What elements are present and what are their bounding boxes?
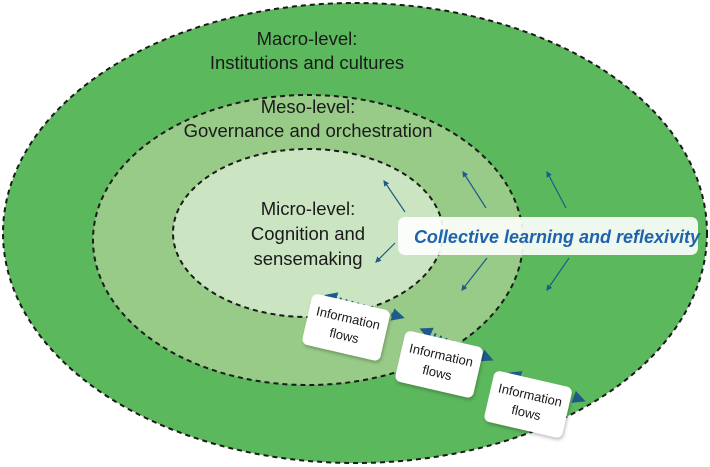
- arrow-micro-down: [375, 242, 396, 263]
- arrow-meso-down: [461, 257, 488, 291]
- meso-level-title: Meso-level:: [261, 96, 356, 117]
- arrow-micro-up: [383, 180, 406, 213]
- arrow-macro-up: [546, 170, 567, 209]
- info-flow-label-3b: flows: [510, 402, 543, 423]
- info-flow-box-2: Information flows: [395, 331, 483, 398]
- info-flow-box-3: Information flows: [484, 371, 572, 438]
- info-flow-label-2b: flows: [421, 362, 454, 383]
- info-flow-box-1: Information flows: [302, 294, 390, 361]
- micro-level-line3: sensemaking: [253, 248, 362, 269]
- meso-level-subtitle: Governance and orchestration: [184, 120, 433, 141]
- micro-level-line2: Cognition and: [251, 223, 365, 244]
- micro-level-title: Micro-level:: [261, 198, 356, 219]
- macro-level-subtitle: Institutions and cultures: [210, 52, 404, 73]
- arrow-meso-up: [462, 170, 487, 209]
- macro-level-title: Macro-level:: [257, 28, 358, 49]
- collective-learning-box: Collective learning and reflexivity: [398, 217, 701, 255]
- collective-learning-label: Collective learning and reflexivity: [414, 227, 701, 247]
- info-flow-label-1b: flows: [328, 325, 361, 346]
- reflexivity-arrows: [375, 170, 570, 291]
- arrow-macro-down: [546, 257, 570, 291]
